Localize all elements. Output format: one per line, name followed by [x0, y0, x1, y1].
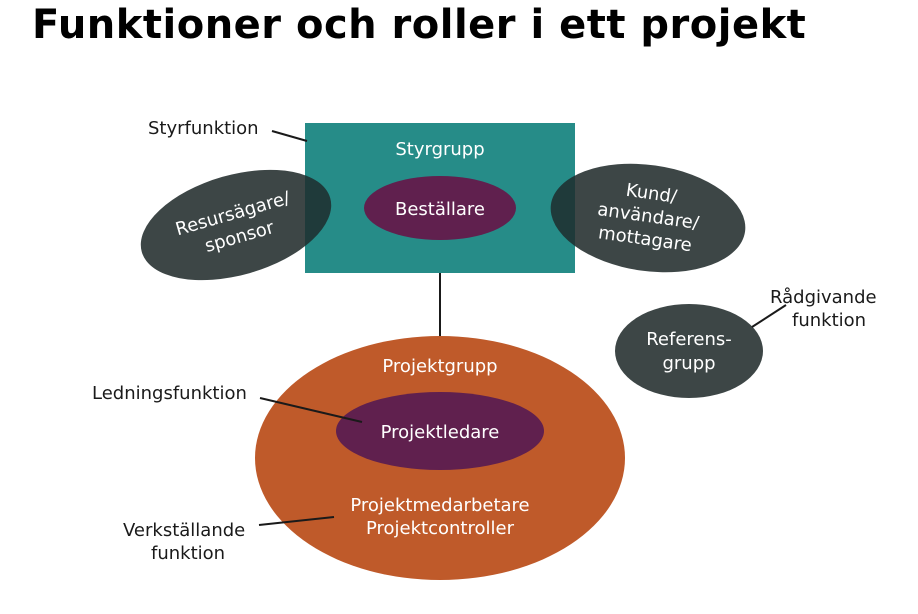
verkstallande-label-line2: funktion — [151, 543, 225, 564]
referensgrupp-line1: Referens- — [646, 329, 732, 350]
radgivande-label-line1: Rådgivande — [770, 287, 877, 308]
referensgrupp-line2: grupp — [662, 353, 715, 374]
bestallare-label: Beställare — [395, 199, 485, 220]
referensgrupp-ellipse — [615, 304, 763, 398]
projektcontroller-label: Projektcontroller — [366, 518, 515, 539]
projektledare-ellipse — [336, 392, 544, 470]
resursagare-ellipse — [140, 169, 332, 281]
verkstallande-label-line1: Verkställande — [123, 520, 245, 541]
projektmedarbetare-label: Projektmedarbetare — [350, 495, 529, 516]
bestallare-ellipse — [364, 176, 516, 240]
verkstallande-pointer — [258, 516, 335, 526]
projektgrupp-label: Projektgrupp — [382, 356, 497, 377]
radgivande-label-line2: funktion — [792, 310, 866, 331]
styrgrupp-label: Styrgrupp — [395, 139, 484, 160]
ledningsfunktion-label: Ledningsfunktion — [92, 383, 247, 404]
kund-ellipse — [550, 163, 746, 273]
styrfunktion-label: Styrfunktion — [148, 118, 259, 139]
page-title: Funktioner och roller i ett projekt — [32, 2, 807, 48]
projektledare-label: Projektledare — [381, 422, 500, 443]
styrfunktion-pointer — [271, 130, 308, 142]
radgivande-pointer — [751, 304, 787, 328]
ledningsfunktion-pointer — [259, 397, 363, 423]
